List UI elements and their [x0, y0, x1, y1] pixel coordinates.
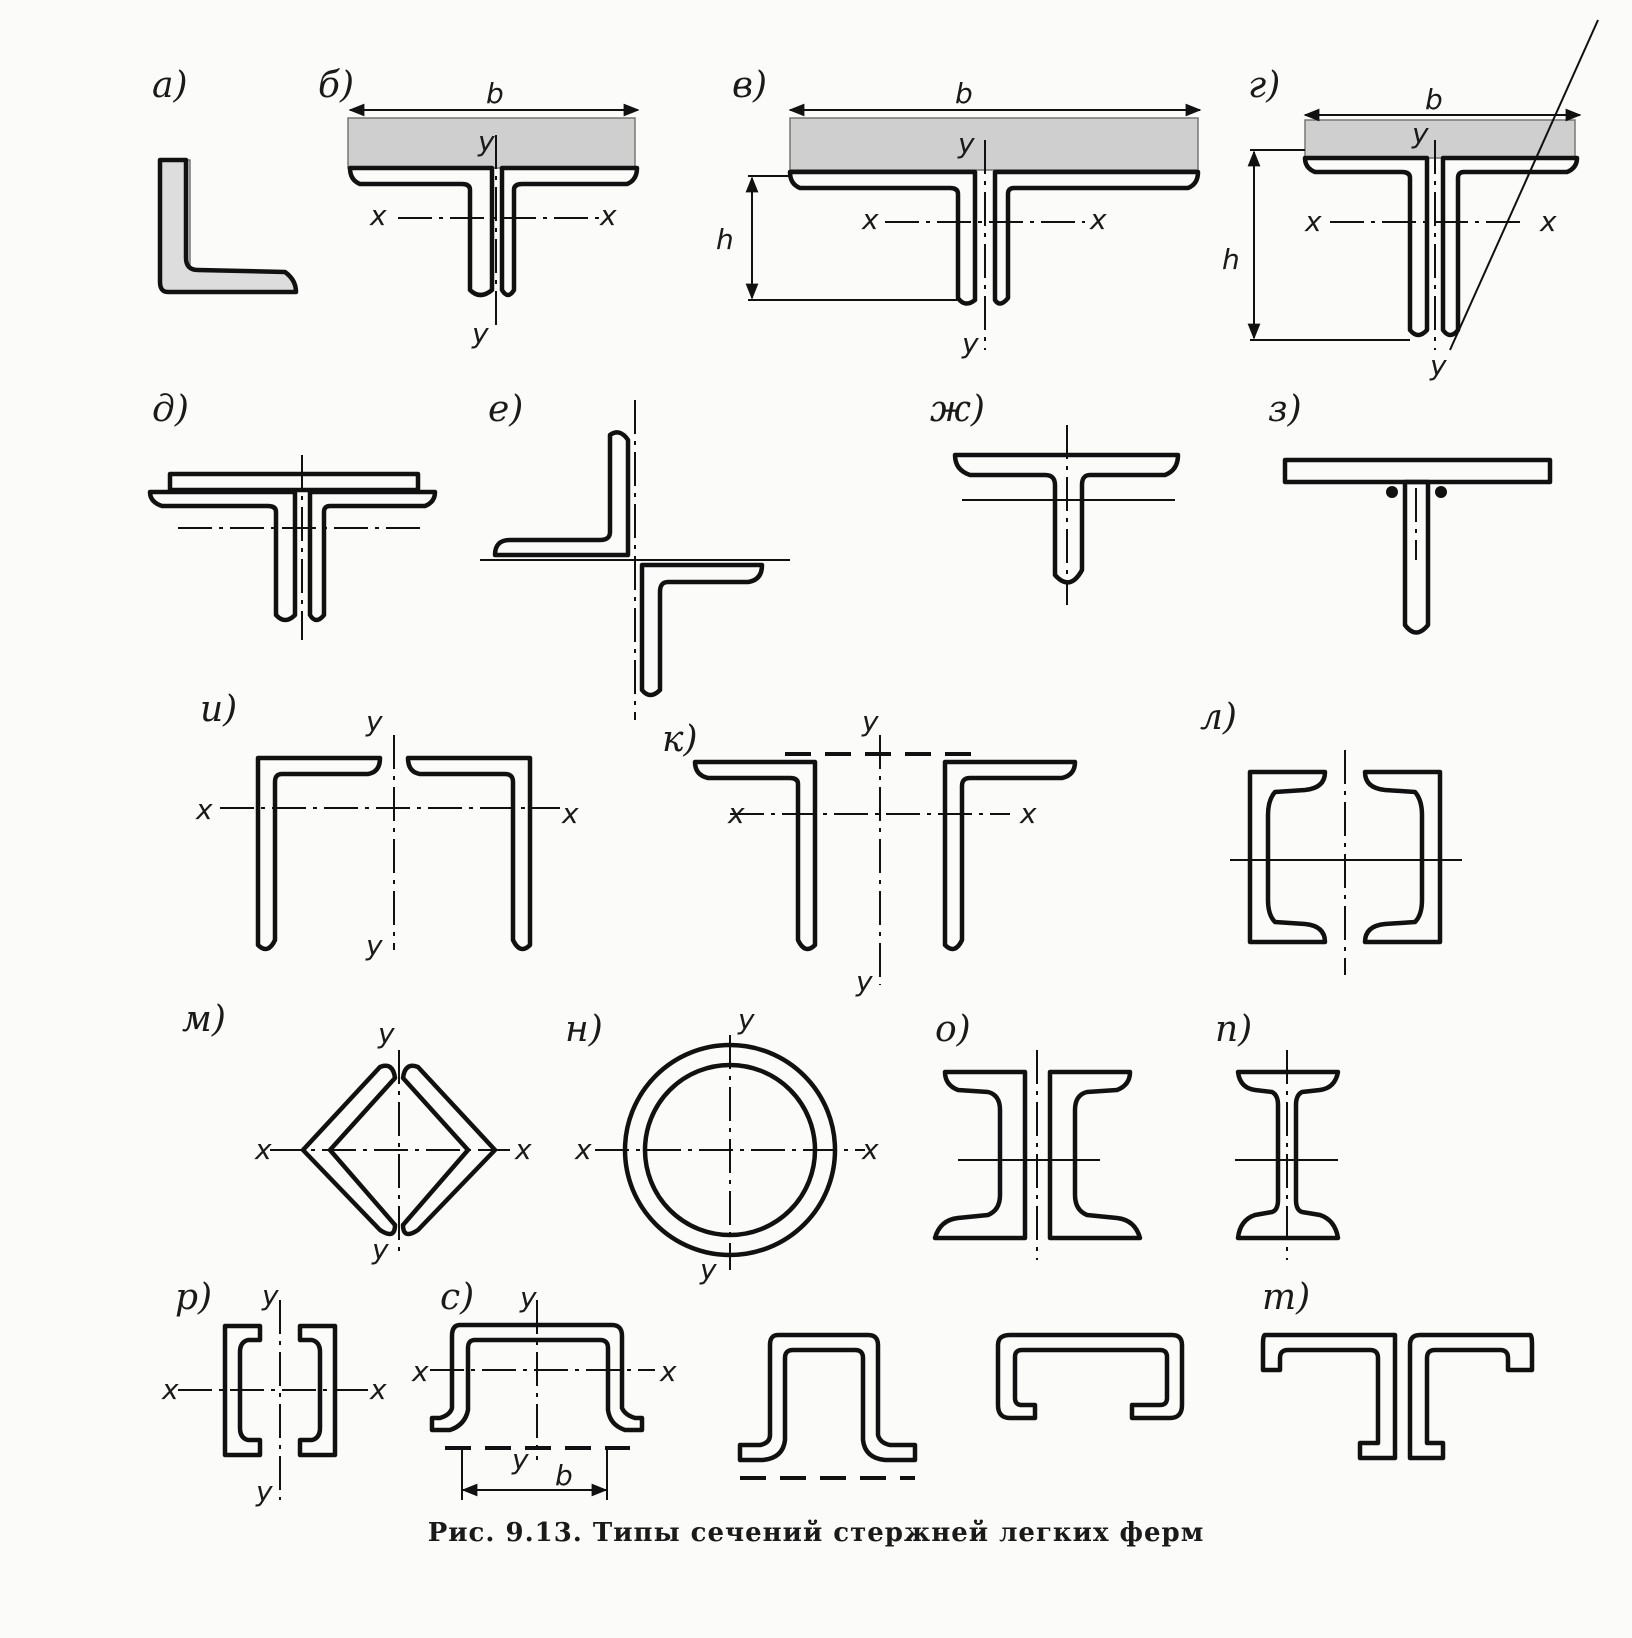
axis-y-r-top: y [262, 1279, 279, 1312]
label-k: к) [662, 719, 698, 760]
section-r-bent-channels [178, 1300, 370, 1500]
axis-y-i-bottom: y [366, 929, 383, 962]
axis-x-n-right: x [862, 1133, 879, 1166]
axis-x-k-right: x [1020, 797, 1037, 830]
axis-x-m-left: x [255, 1133, 272, 1166]
label-v: в) [732, 65, 767, 106]
axis-x-s-right: x [660, 1355, 677, 1388]
label-e: е) [488, 389, 524, 430]
axis-y-n-bottom: y [700, 1253, 717, 1286]
axis-x-k-left: x [728, 797, 745, 830]
label-m: м) [182, 999, 226, 1040]
section-i-angles-apart [220, 735, 560, 952]
section-d-tee-plates [147, 455, 438, 640]
axis-y-b-top: y [478, 125, 495, 158]
axis-x-g-left: x [1305, 205, 1322, 238]
axis-y-m-bottom: y [372, 1233, 389, 1266]
section-p-i-beam [1235, 1050, 1341, 1260]
section-b-tee-pair [347, 103, 640, 330]
label-p: п) [1215, 1009, 1253, 1050]
axis-y-s-bottom: y [512, 1443, 529, 1476]
axis-x-b-right: x [600, 199, 617, 232]
axis-x-n-left: x [575, 1133, 592, 1166]
axis-x-r-right: x [370, 1373, 387, 1406]
dim-h-g: h [1222, 243, 1240, 276]
label-b: б) [318, 65, 355, 106]
label-r: р) [175, 1277, 213, 1318]
label-z: з) [1268, 389, 1302, 430]
dim-h-v: h [716, 223, 734, 256]
axis-x-b-left: x [370, 199, 387, 232]
label-g: г) [1248, 65, 1281, 106]
label-t: т) [1262, 1277, 1311, 1318]
section-lipped-channel [995, 1332, 1185, 1421]
label-zh: ж) [930, 389, 985, 430]
axis-y-v-top: y [958, 127, 975, 160]
axis-y-i-top: y [366, 705, 383, 738]
axis-y-v-bottom: y [962, 327, 979, 360]
axis-x-g-right: x [1540, 205, 1557, 238]
section-zh-tee [952, 425, 1181, 605]
label-n: н) [565, 1009, 603, 1050]
axis-y-r-bottom: y [256, 1475, 273, 1508]
axis-x-i-left: x [196, 793, 213, 826]
dim-b-v: b [955, 77, 973, 110]
axis-x-m-right: x [515, 1133, 532, 1166]
section-t-bent-angles [1260, 1332, 1535, 1461]
axis-y-k-bottom: y [856, 965, 873, 998]
section-a-single-angle [157, 157, 299, 295]
section-z-plate-strip [1282, 457, 1553, 635]
axis-y-g-bottom: y [1430, 349, 1447, 382]
section-n-pipe [595, 1035, 865, 1270]
axis-x-v-left: x [862, 203, 879, 236]
label-i: и) [200, 689, 238, 730]
axis-x-r-left: x [162, 1373, 179, 1406]
label-l: л) [1200, 697, 1237, 738]
label-d: д) [152, 389, 189, 430]
axis-y-m-top: y [378, 1017, 395, 1050]
label-s: с) [440, 1277, 475, 1318]
axis-y-s-top: y [520, 1281, 537, 1314]
axis-y-k-top: y [862, 705, 879, 738]
section-e-cross-angles [480, 400, 790, 720]
axis-x-i-right: x [562, 797, 579, 830]
section-o-double-channel [932, 1050, 1143, 1260]
dim-b-g: b [1425, 83, 1443, 116]
figure-caption: Рис. 9.13. Типы сечений стержней легких … [427, 1518, 1205, 1548]
section-s-hat-profile [429, 1300, 655, 1500]
axis-x-s-left: x [412, 1355, 429, 1388]
section-l-channels-box [1230, 750, 1462, 975]
section-k-angles-plate [692, 735, 1078, 985]
dim-b-b: b [486, 77, 504, 110]
dim-b-s: b [555, 1459, 573, 1492]
section-hat-profile-2 [737, 1332, 918, 1480]
axis-y-g-top: y [1412, 117, 1429, 150]
axis-y-b-bottom: y [472, 317, 489, 350]
section-v-wide-tee [745, 103, 1202, 350]
label-a: а) [152, 65, 188, 106]
axis-y-n-top: y [738, 1003, 755, 1036]
label-o: о) [935, 1009, 971, 1050]
section-m-diamond-angles [270, 1050, 510, 1255]
section-g-tall-tee [1247, 19, 1599, 351]
axis-x-v-right: x [1090, 203, 1107, 236]
